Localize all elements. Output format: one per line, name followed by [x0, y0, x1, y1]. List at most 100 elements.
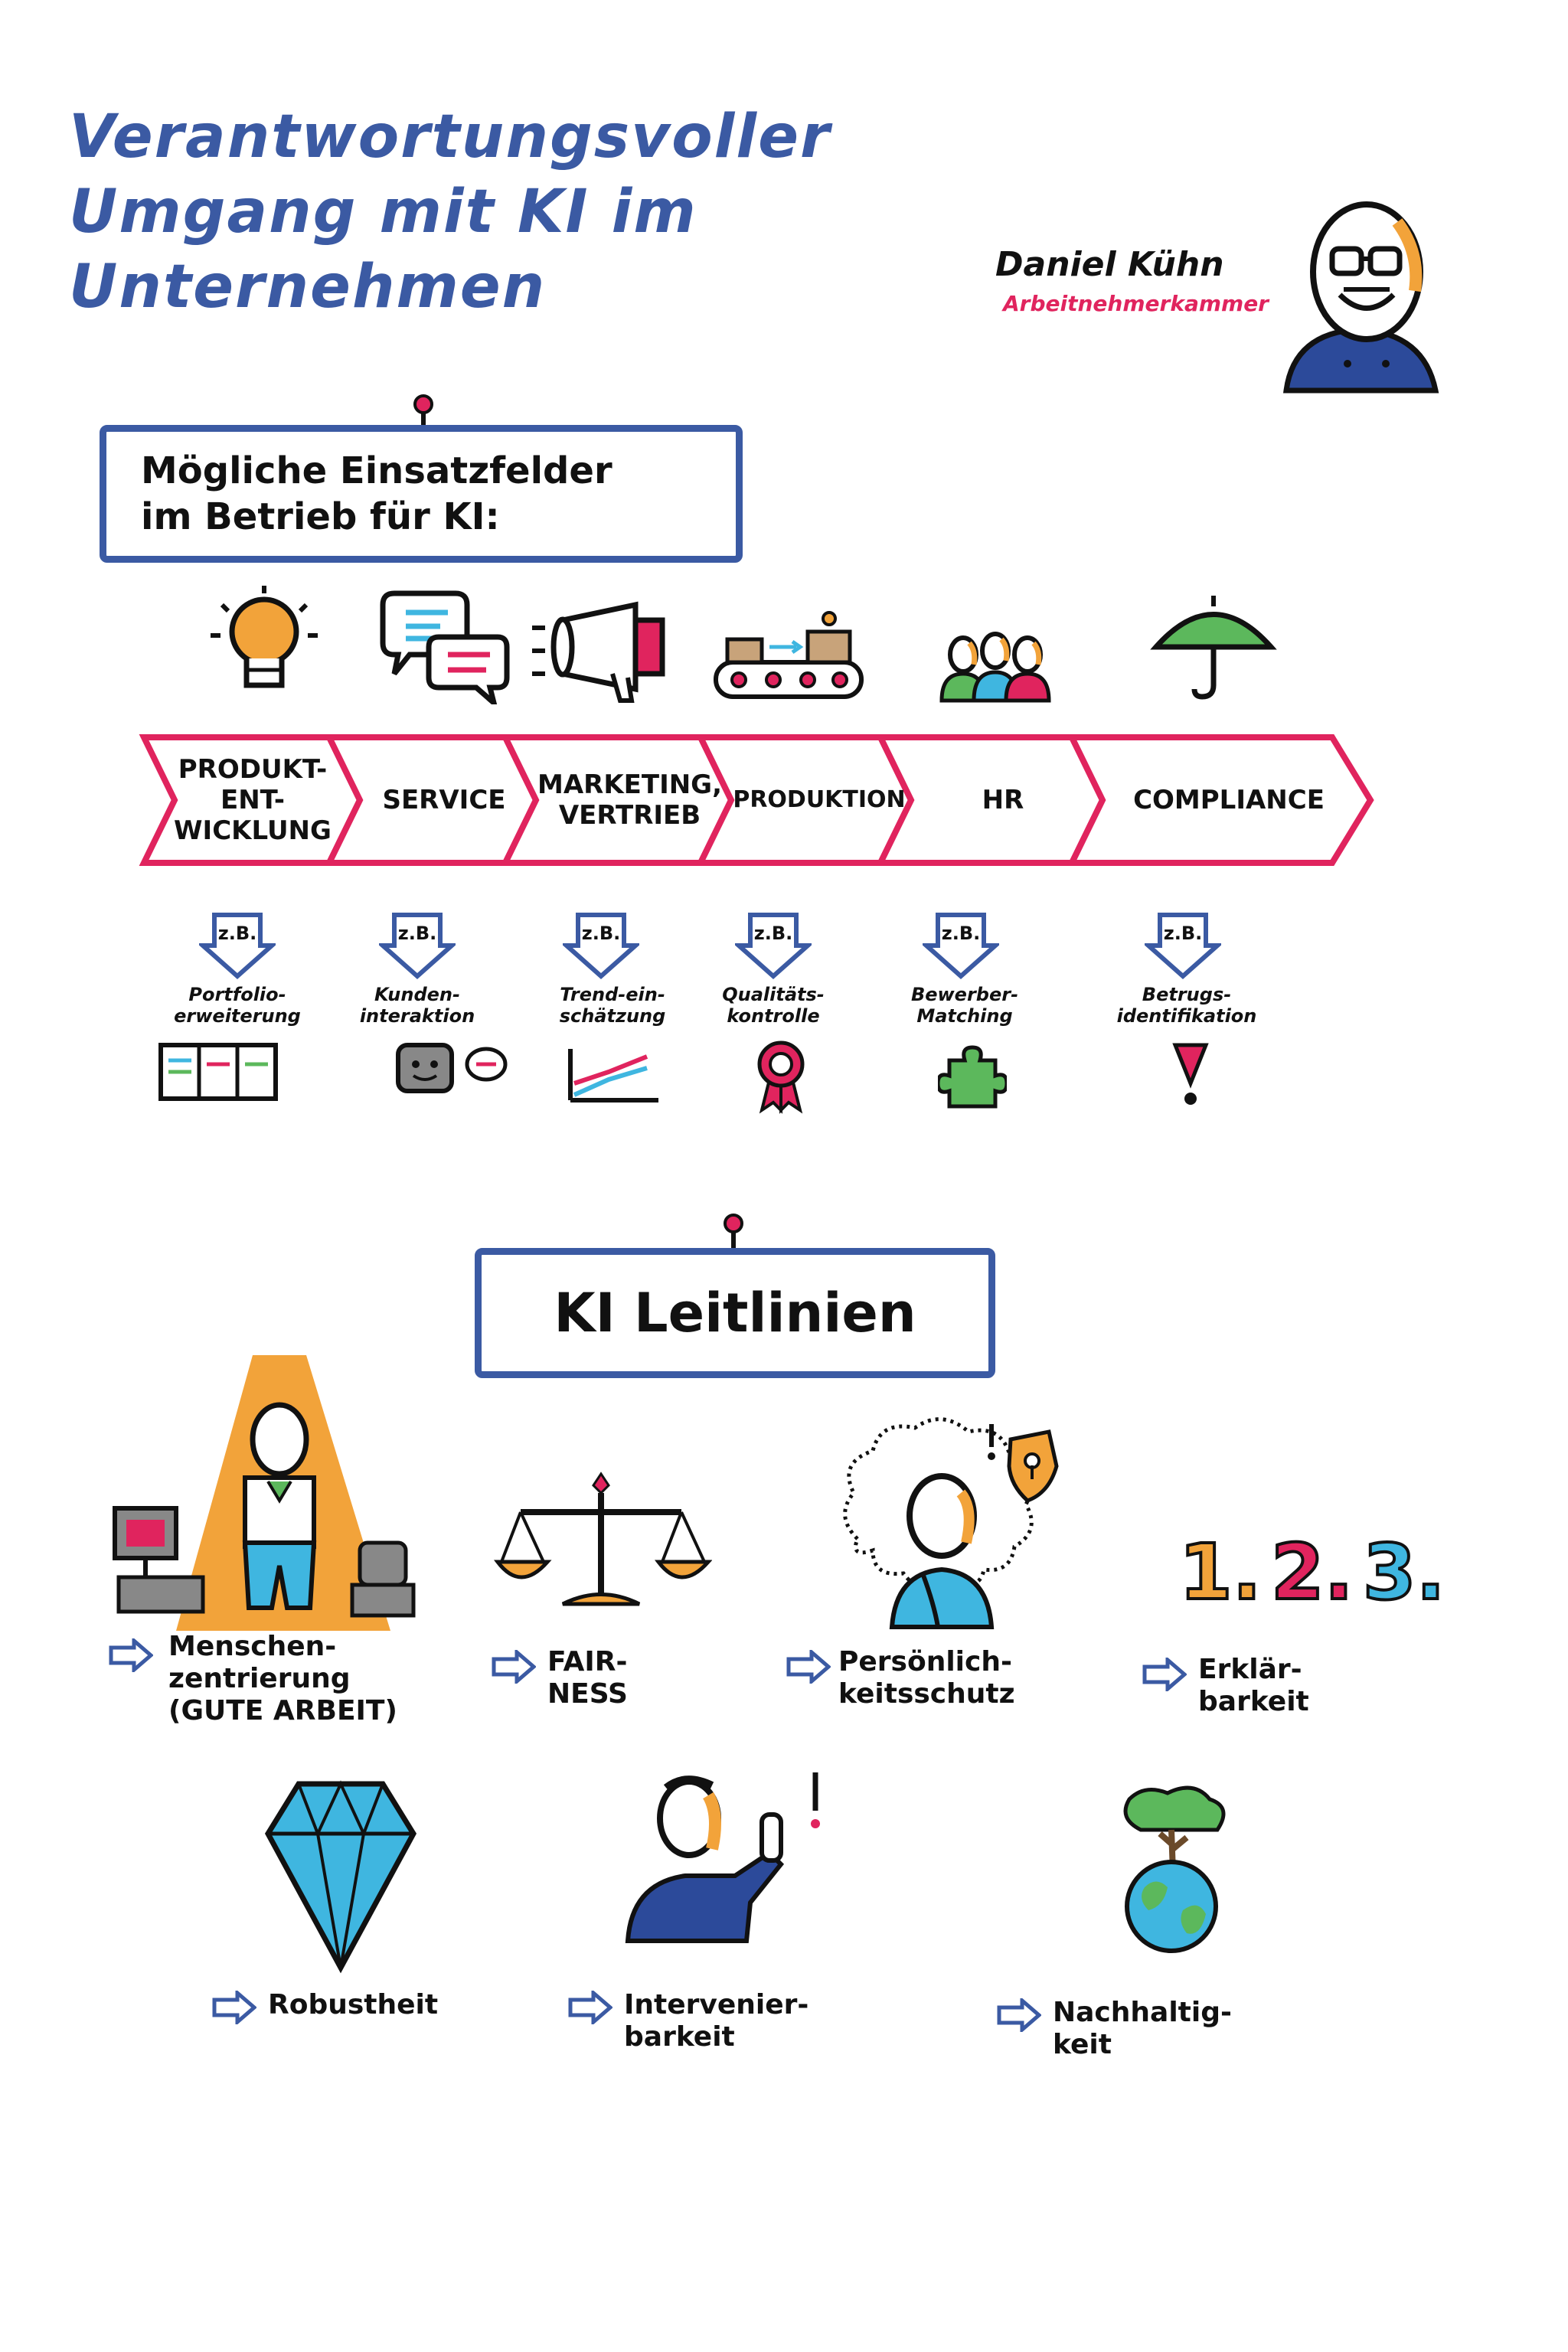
guideline-label-line: zentrierung — [168, 1663, 351, 1694]
number-3: 3. — [1361, 1526, 1447, 1619]
guideline-label-line: keit — [1053, 2029, 1112, 2060]
title-line-1: Verantwortungsvoller — [69, 103, 831, 172]
scales-icon — [493, 1472, 712, 1606]
quality-seal-icon — [757, 1040, 805, 1114]
section-einsatzfelder-line-2: im Betrieb für KI: — [141, 495, 500, 538]
example-label-trendeinschaetzung: Trend-ein-schätzung — [559, 984, 666, 1027]
megaphone-icon — [532, 601, 665, 703]
guideline-menschenzentrierung: Menschen- zentrierung (GUTE ARBEIT) — [168, 1631, 444, 1727]
right-arrow-icon — [1142, 1658, 1187, 1691]
guideline-label-line: (GUTE ARBEIT) — [168, 1695, 397, 1726]
spotlight-person-icon — [113, 1355, 416, 1631]
lightbulb-icon — [211, 586, 318, 688]
guideline-label-line: NESS — [547, 1678, 628, 1710]
title-line-3: Unternehmen — [69, 253, 547, 322]
umbrella-icon — [1150, 596, 1277, 700]
author-organization: Arbeitnehmerkammer — [1003, 291, 1269, 316]
example-label-betrugsidentifikation: Betrugs-identifikation — [1116, 984, 1257, 1027]
right-arrow-icon — [997, 1998, 1041, 2032]
section-leitlinien-box: KI Leitlinien — [475, 1248, 995, 1378]
field-label-line: WICKLUNG — [174, 815, 332, 846]
title-line-2: Umgang mit KI im — [69, 178, 697, 247]
guideline-label-line: Intervenier- — [624, 1989, 809, 2020]
pin-line — [421, 406, 426, 436]
down-arrow-icon — [923, 913, 999, 980]
down-arrow-icon — [735, 913, 812, 980]
author-portrait-icon — [1283, 201, 1439, 394]
field-label-marketing-vertrieb: MARKETING, VERTRIEB — [536, 731, 724, 869]
number-1: 1. — [1178, 1526, 1263, 1619]
right-arrow-icon — [786, 1650, 831, 1684]
guideline-label-line: FAIR- — [547, 1646, 628, 1677]
guideline-fairness: FAIR- NESS — [547, 1646, 746, 1710]
person-stop-hand-icon — [625, 1772, 820, 1943]
guideline-label-line: Persönlich- — [838, 1646, 1012, 1677]
conveyor-belt-icon — [714, 611, 864, 699]
right-arrow-icon — [212, 1991, 256, 2024]
process-chevron-band — [139, 734, 1374, 866]
field-label-line: HR — [982, 785, 1024, 815]
example-label-bewerbermatching: Bewerber-Matching — [910, 984, 1019, 1027]
field-label-compliance: COMPLIANCE — [1102, 731, 1355, 869]
down-arrow-icon — [563, 913, 639, 980]
guideline-intervenierbarkeit: Intervenier- barkeit — [624, 1989, 869, 2053]
guideline-label-line: Menschen- — [168, 1631, 337, 1662]
trend-chart-icon — [568, 1049, 658, 1102]
pin-icon — [724, 1214, 743, 1233]
zb-label: z.B. — [941, 923, 981, 944]
field-label-hr: HR — [911, 731, 1095, 869]
puzzle-piece-icon — [938, 1045, 1007, 1109]
right-arrow-icon — [568, 1991, 612, 2024]
page-title: Verantwortungsvoller Umgang mit KI im Un… — [69, 100, 911, 325]
field-label-line: COMPLIANCE — [1133, 785, 1325, 815]
chatbot-icon — [396, 1043, 508, 1093]
field-label-line: SERVICE — [382, 785, 506, 815]
people-group-icon — [939, 632, 1051, 703]
privacy-person-lock-icon — [843, 1417, 1059, 1629]
field-label-line: PRODUKTION — [733, 786, 906, 813]
field-label-produktion: PRODUKTION — [727, 731, 911, 869]
guideline-label-line: barkeit — [1198, 1686, 1309, 1717]
field-label-line: ENT- — [220, 785, 285, 815]
section-leitlinien-title: KI Leitlinien — [554, 1282, 916, 1344]
author-name: Daniel Kühn — [995, 245, 1224, 284]
right-arrow-icon — [109, 1638, 153, 1672]
guideline-label-line: Erklär- — [1198, 1654, 1302, 1685]
zb-label: z.B. — [753, 923, 793, 944]
guideline-persoenlichkeitsschutz: Persönlich- keitsschutz — [838, 1646, 1083, 1710]
example-label-qualitaetskontrolle: Qualitäts-kontrolle — [722, 984, 825, 1027]
zb-label: z.B. — [217, 923, 257, 944]
down-arrow-icon — [379, 913, 456, 980]
field-label-line: PRODUKT- — [178, 754, 328, 785]
pin-line — [731, 1225, 736, 1256]
example-label-portfolio: Portfolio-erweiterung — [174, 984, 301, 1027]
number-2: 2. — [1269, 1526, 1355, 1619]
brochure-icon — [158, 1043, 278, 1101]
zb-arrows-row — [0, 911, 1568, 980]
down-arrow-icon — [1145, 913, 1221, 980]
guideline-label-line: keitsschutz — [838, 1678, 1015, 1710]
section-einsatzfelder-box: Mögliche Einsatzfelder im Betrieb für KI… — [100, 425, 743, 563]
field-label-line: MARKETING, — [537, 769, 723, 800]
guideline-robustheit: Robustheit — [268, 1989, 498, 2021]
guideline-label-line: barkeit — [624, 2021, 735, 2053]
guideline-erklaerbarkeit: Erklär- barkeit — [1198, 1654, 1428, 1718]
speech-bubbles-icon — [380, 590, 510, 704]
zb-label: z.B. — [397, 923, 437, 944]
warning-exclamation-icon — [1172, 1043, 1209, 1105]
numbers-123-icon: 1. 2. 3. — [1178, 1526, 1470, 1619]
down-arrow-icon — [199, 913, 276, 980]
guideline-label-line: Nachhaltig- — [1053, 1997, 1232, 2028]
pin-icon — [413, 394, 433, 414]
zb-label: z.B. — [1163, 923, 1203, 944]
field-label-produktentwicklung: PRODUKT- ENT- WICKLUNG — [157, 731, 348, 869]
diamond-icon — [264, 1780, 417, 1974]
example-label-kundeninteraktion: Kunden-interaktion — [359, 984, 475, 1027]
field-label-service: SERVICE — [360, 731, 528, 869]
globe-tree-icon — [1123, 1785, 1226, 1953]
zb-label: z.B. — [581, 923, 621, 944]
right-arrow-icon — [492, 1650, 536, 1684]
field-label-line: VERTRIEB — [558, 800, 701, 831]
section-einsatzfelder-line-1: Mögliche Einsatzfelder — [141, 449, 612, 492]
guideline-label-line: Robustheit — [268, 1989, 439, 2020]
